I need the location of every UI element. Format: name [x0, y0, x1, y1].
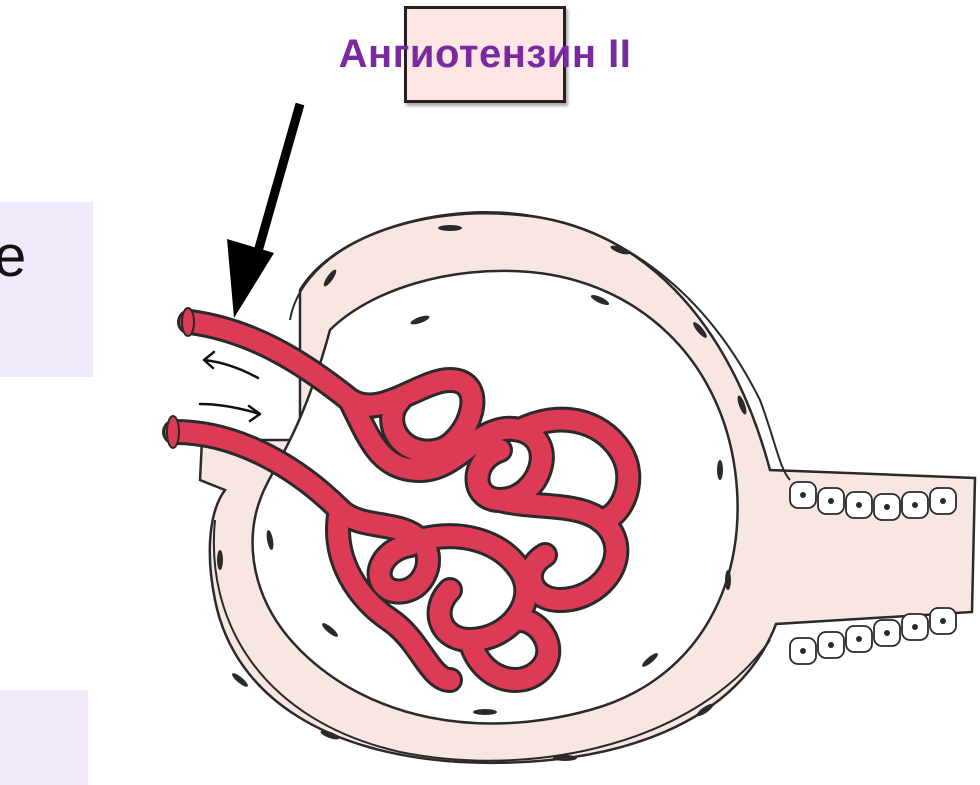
- afferent-flow-arrow: [200, 404, 260, 421]
- efferent-flow-arrow: [204, 352, 258, 378]
- label-pointer-arrowhead: [227, 239, 274, 318]
- flow-arrows: [200, 352, 260, 421]
- efferent-arteriole-end: [182, 308, 194, 336]
- afferent-arteriole-end: [167, 416, 179, 448]
- label-pointer-line: [255, 104, 300, 262]
- angiotensin-label-box: Ангиотензин II: [404, 6, 566, 103]
- angiotensin-label: Ангиотензин II: [339, 32, 632, 77]
